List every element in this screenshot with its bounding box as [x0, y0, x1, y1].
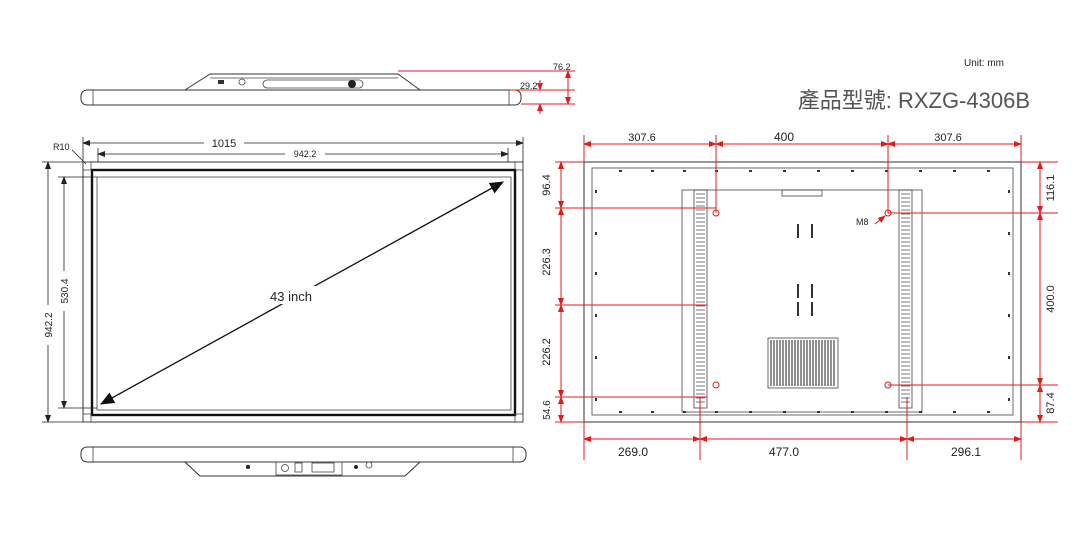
rear-right-bottom-label: 87.4 [1045, 392, 1057, 413]
rear-top-left-label: 307.6 [628, 132, 656, 144]
unit-label: Unit: mm [964, 58, 1004, 69]
edge-hole [817, 170, 820, 172]
edge-hole [885, 170, 888, 172]
edge-hole [783, 411, 786, 413]
edge-hole [715, 411, 718, 413]
edge-hole [1008, 314, 1010, 317]
edge-hole [919, 411, 922, 413]
edge-hole [1008, 232, 1010, 235]
edge-hole [953, 170, 956, 172]
edge-hole [987, 170, 990, 172]
rear-left-upper-label: 226.3 [541, 248, 553, 276]
edge-hole [619, 411, 622, 413]
rear-left-bottom-label: 54.6 [542, 400, 553, 420]
edge-hole [595, 272, 597, 275]
outer-width-label: 1015 [212, 138, 236, 150]
outer-height-label: 942.2 [44, 312, 55, 337]
edge-hole [651, 170, 654, 172]
edge-hole [1008, 356, 1010, 359]
edge-hole [595, 314, 597, 317]
edge-hole [595, 398, 597, 401]
edge-hole [953, 411, 956, 413]
rear-left-lower-label: 226.2 [541, 338, 553, 366]
edge-hole [595, 356, 597, 359]
edge-hole [987, 411, 990, 413]
rear-top-right-label: 307.6 [934, 132, 962, 144]
rear-right-mid-label: 400.0 [1045, 285, 1057, 313]
edge-hole [683, 170, 686, 172]
edge-hole [749, 170, 752, 172]
edge-hole [817, 411, 820, 413]
rear-left-top-label: 96.4 [541, 174, 553, 195]
edge-hole [783, 170, 786, 172]
inner-width-label: 942.2 [294, 149, 317, 159]
edge-hole [619, 170, 622, 172]
inner-height-label: 530.4 [60, 278, 71, 303]
edge-hole [1008, 190, 1010, 193]
edge-hole [885, 411, 888, 413]
rear-view: M8 307.6 400 307.6 96.4 226.3 226.2 54.6 [541, 130, 1058, 460]
edge-hole [919, 170, 922, 172]
edge-hole [1008, 272, 1010, 275]
edge-hole [651, 411, 654, 413]
model-title: 產品型號: RXZG-4306B [798, 88, 1030, 113]
radius-label: R10 [53, 142, 70, 152]
depth-frame-label: 29.2 [520, 81, 538, 91]
front-view: 43 inch R10 1015 942.2 942.2 530.4 [41, 136, 524, 423]
rear-bottom-right-label: 296.1 [951, 445, 981, 459]
top-view: 76.2 29.2 [80, 62, 575, 114]
edge-hole [683, 411, 686, 413]
rear-bottom-mid-label: 477.0 [769, 445, 799, 459]
rear-right-top-label: 116.1 [1045, 175, 1057, 202]
depth-total-label: 76.2 [553, 62, 571, 72]
edge-hole [1008, 398, 1010, 401]
edge-hole [595, 190, 597, 193]
diagonal-label: 43 inch [270, 289, 312, 304]
edge-hole [595, 232, 597, 235]
bottom-view [80, 446, 527, 477]
rear-bottom-left-label: 269.0 [618, 445, 648, 459]
edge-hole [851, 411, 854, 413]
screw-label: M8 [856, 217, 869, 227]
rear-top-mid-label: 400 [774, 130, 794, 144]
edge-hole [749, 411, 752, 413]
edge-hole [851, 170, 854, 172]
